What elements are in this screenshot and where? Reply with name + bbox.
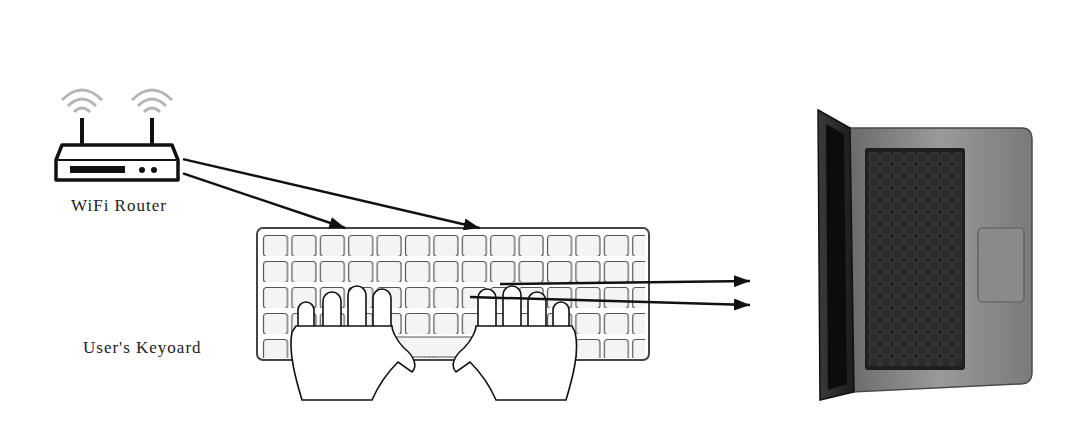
signal-arrow <box>500 281 750 284</box>
label-wrap: User's Keyoard <box>83 338 202 358</box>
wifi-arc <box>74 108 90 112</box>
right-hand <box>453 286 576 400</box>
laptop-keys <box>868 152 962 366</box>
left-hand <box>291 286 415 400</box>
palm <box>453 326 576 400</box>
palm <box>291 326 415 400</box>
laptop-screen <box>826 124 847 390</box>
wifi-arc <box>138 99 166 106</box>
antenna <box>150 118 154 145</box>
signal-arrow <box>183 159 480 228</box>
keyboard-node: User's Keyoard <box>257 228 649 360</box>
key-row <box>262 284 645 308</box>
laptop-keyboard-area <box>865 148 965 370</box>
trackpad <box>978 228 1024 302</box>
device-label: User's Keyoard <box>83 338 202 358</box>
router-led <box>151 167 157 173</box>
router-icon <box>56 90 178 180</box>
device-label: WiFi Router <box>71 196 167 216</box>
router-body <box>56 145 178 180</box>
router-led <box>139 167 145 173</box>
wifi-arc <box>68 99 96 106</box>
keyboard-illustration <box>257 228 750 400</box>
wifi-arc <box>144 108 160 112</box>
laptop-lid <box>818 110 854 400</box>
laptop-illustration <box>818 110 1032 400</box>
signal-arrow <box>470 297 750 305</box>
router-edge <box>58 159 176 161</box>
router-node: WiFi Router <box>55 80 183 220</box>
antenna <box>80 118 84 145</box>
signal-arrow <box>183 173 345 228</box>
key-row <box>262 258 645 282</box>
key-row <box>262 232 645 256</box>
router-bar <box>70 166 125 173</box>
laptop-base <box>848 128 1032 392</box>
label-wrap: WiFi Router <box>55 196 183 216</box>
